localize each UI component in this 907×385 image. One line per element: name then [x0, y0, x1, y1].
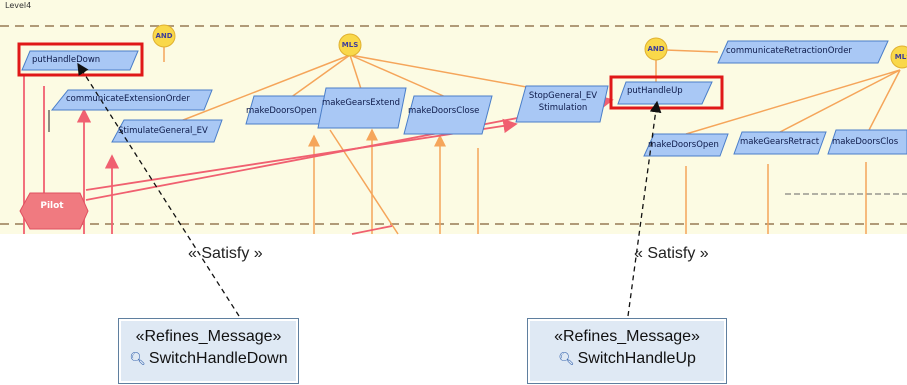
msg-make-gears-retract-shape[interactable]	[733, 131, 827, 155]
msg-make-doors-close-right[interactable]: makeDoorsClos	[832, 137, 899, 147]
msg-make-gears-extend[interactable]: makeGearsExtend	[322, 98, 401, 108]
refines-left-name-row: 🔍︎SwitchHandleDown	[119, 348, 298, 370]
msg-put-handle-up[interactable]: putHandleUp	[627, 86, 683, 96]
level-label: Level4	[5, 1, 32, 10]
msg-stop-general-ev-line2[interactable]: Stimulation	[538, 103, 588, 113]
highlight-put-handle-up	[609, 75, 724, 110]
red-link-bottom	[351, 225, 393, 235]
msg-stimulate-general-shape[interactable]	[111, 119, 223, 143]
msg-stop-general-shape[interactable]	[515, 85, 609, 123]
msg-communicate-extension-shape[interactable]	[50, 89, 213, 111]
msg-make-doors-open-left[interactable]: makeDoorsOpen	[246, 106, 317, 116]
refines-card-right[interactable]: «Refines_Message» 🔍︎SwitchHandleUp	[527, 318, 727, 384]
gate-and-left	[152, 24, 176, 48]
msg-make-doors-close-left-shape[interactable]	[403, 95, 493, 135]
link-and-right-retract	[664, 49, 719, 53]
link-mls-extend	[349, 54, 363, 93]
msg-make-gears-extend-shape[interactable]	[317, 87, 407, 129]
msg-stimulate-general-ev[interactable]: StimulateGeneral_EV	[118, 126, 208, 136]
msg-communicate-retraction-shape[interactable]	[717, 40, 889, 64]
message-icon: 🔍︎	[129, 351, 146, 366]
satisfy-arrow-left[interactable]	[77, 62, 240, 317]
refines-left-name: SwitchHandleDown	[148, 350, 288, 367]
msg-put-handle-up-shape[interactable]	[617, 81, 713, 105]
satisfy-label-right: « Satisfy »	[634, 245, 709, 262]
pilot-actor-shape[interactable]	[19, 192, 89, 230]
gate-mls-right	[890, 45, 907, 69]
msg-make-doors-open-right[interactable]: makeDoorsOpen	[648, 140, 719, 150]
link-mls-right-retract	[779, 69, 901, 133]
msg-communicate-retraction-order[interactable]: communicateRetractionOrder	[726, 46, 852, 56]
link-diag-lower	[329, 129, 399, 235]
red-link-pilot-stop	[85, 118, 518, 191]
link-mls-open	[289, 54, 351, 99]
gate-and-left-label: AND	[155, 32, 173, 40]
gate-mls-middle-label: MLS	[341, 41, 359, 49]
satisfy-arrow-right[interactable]	[627, 100, 662, 317]
link-mls-right-open	[685, 69, 901, 135]
msg-put-handle-down-shape[interactable]	[21, 50, 139, 71]
gate-and-right-label: AND	[647, 45, 665, 53]
refines-right-name-row: 🔍︎SwitchHandleUp	[528, 348, 726, 370]
msg-make-gears-retract[interactable]: makeGearsRetract	[740, 137, 820, 147]
msg-make-doors-open-right-shape[interactable]	[643, 133, 729, 157]
refines-right-name: SwitchHandleUp	[577, 350, 696, 367]
gate-mls-middle	[338, 33, 362, 57]
gate-mls-right-label: MLS	[894, 53, 907, 61]
msg-make-doors-close-right-shape[interactable]	[827, 129, 907, 155]
satisfy-label-left: « Satisfy »	[188, 245, 263, 262]
message-icon: 🔍︎	[558, 351, 575, 366]
msg-make-doors-close-left[interactable]: makeDoorsClose	[408, 106, 480, 116]
link-mls-stimulate	[177, 54, 351, 123]
msg-communicate-extension-order[interactable]: communicateExtensionOrder	[66, 94, 190, 104]
refines-right-stereotype: «Refines_Message»	[554, 328, 700, 345]
pilot-actor-label[interactable]: Pilot	[40, 201, 64, 211]
msg-stop-general-ev-line1[interactable]: StopGeneral_EV	[528, 91, 598, 101]
msg-put-handle-down[interactable]: putHandleDown	[32, 55, 101, 65]
gate-and-right	[644, 37, 668, 61]
link-mls-right-close	[867, 69, 901, 133]
refines-card-left[interactable]: «Refines_Message» 🔍︎SwitchHandleDown	[118, 318, 299, 384]
refines-left-stereotype: «Refines_Message»	[135, 328, 282, 345]
link-mls-close	[349, 54, 449, 99]
